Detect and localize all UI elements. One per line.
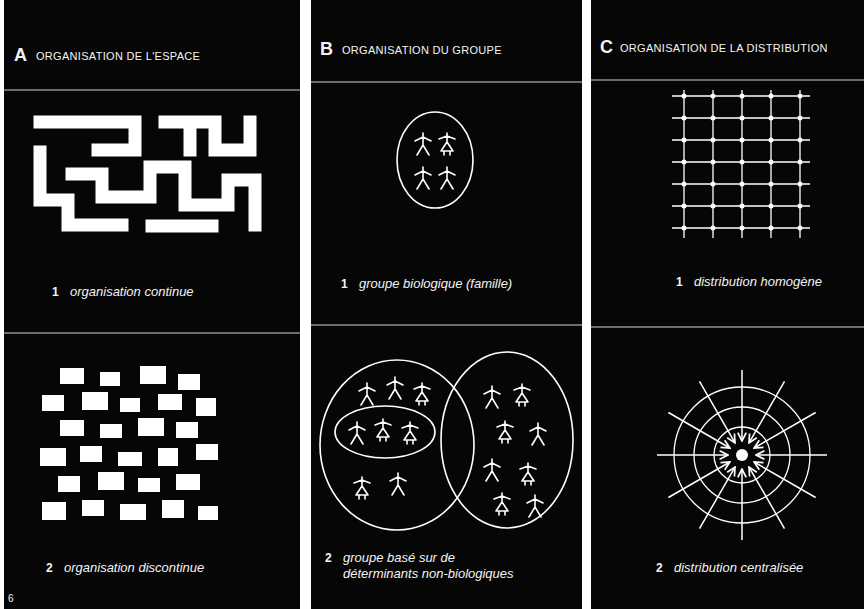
panel-ground [591,0,864,609]
caption: distribution centralisée [674,560,803,576]
block-figure [40,366,218,520]
maze-path [184,128,197,150]
family-figure [397,112,473,208]
person-figure [439,133,455,155]
person-figure [359,383,375,405]
caption: groupe biologique (famille) [359,276,512,292]
page-number: 6 [8,593,14,604]
person-figure [354,477,370,499]
panel-cell: 1 groupe biologique (famille) [311,83,582,325]
radial-arrow [657,454,728,456]
panel-cell: 1 distribution homogène [591,81,864,327]
panel-letter: A [14,44,27,67]
panel-title: ORGANISATION DE L'ESPACE [36,50,200,64]
caption: groupe basé sur de déterminants non-biol… [343,550,523,583]
radial-arrow [700,381,736,443]
person-figure [520,463,536,485]
radial-arrow [754,413,816,449]
panel-ground [4,0,300,609]
radial-arrow [741,370,743,441]
grid-lines [672,90,810,238]
panel-title: ORGANISATION DE LA DISTRIBUTION [620,42,828,56]
maze-path [72,167,255,225]
group-outline [335,406,435,458]
group-outline [397,112,473,208]
panel-cell: 2 organisation discontinue [4,334,300,609]
person-figure [415,167,431,189]
person-figure [415,133,431,155]
person-figure [514,384,530,406]
callout-number: 2 [656,561,663,576]
person-figure [527,495,543,517]
person-figure [387,377,403,399]
callout-number: 1 [52,285,59,300]
callout-number: 2 [325,551,332,566]
person-figure [414,383,430,405]
panel: C ORGANISATION DE LA DISTRIBUTION 1 distrib… [591,0,864,609]
radial-arrow [668,462,730,498]
group-outline [441,352,573,528]
person-figure [402,422,418,444]
maze-path [152,220,212,233]
block-squares [40,366,218,520]
groups-figure [320,352,573,530]
person-figure [484,386,500,408]
person-figure [497,421,513,443]
divider-line [4,80,864,333]
group-outline [320,360,474,530]
caption: distribution homogène [694,274,822,290]
person-figure [494,493,510,515]
person-figure [390,473,406,495]
panel-letter: C [600,36,613,59]
centre-dot [736,449,748,461]
panel-letter: B [320,38,333,61]
callout-number: 2 [46,561,53,576]
maze-path [40,122,135,150]
panel-ground [311,0,582,609]
callout-number: 1 [676,275,683,290]
person-figure [349,422,365,444]
grid-figure [672,90,810,238]
callout-number: 1 [341,277,348,292]
radial-arrow [749,467,785,528]
grid-dots [684,96,800,228]
panel-cell: 1 organisation continue [4,91,300,333]
panel: A ORGANISATION DE L'ESPACE 1 organisation c… [4,0,300,609]
maze-figure [40,122,255,226]
maze-path [165,122,250,150]
person-figure [530,423,546,445]
radial-arrow [741,469,743,540]
maze-path [40,152,122,225]
panel: B ORGANISATION DU GROUPE 1 groupe biologiqu… [311,0,582,609]
radial-figure [657,370,827,540]
panel-cell: 2 distribution centralisée [591,328,864,609]
person-figure [439,167,455,189]
caption: organisation discontinue [64,560,204,576]
radial-arrow [756,454,827,456]
person-figure [484,459,500,481]
caption: organisation continue [70,284,194,300]
panel-cell: 2 groupe basé sur de déterminants non-bio… [311,326,582,609]
person-figure [375,419,391,441]
panel-title: ORGANISATION DU GROUPE [342,44,502,58]
